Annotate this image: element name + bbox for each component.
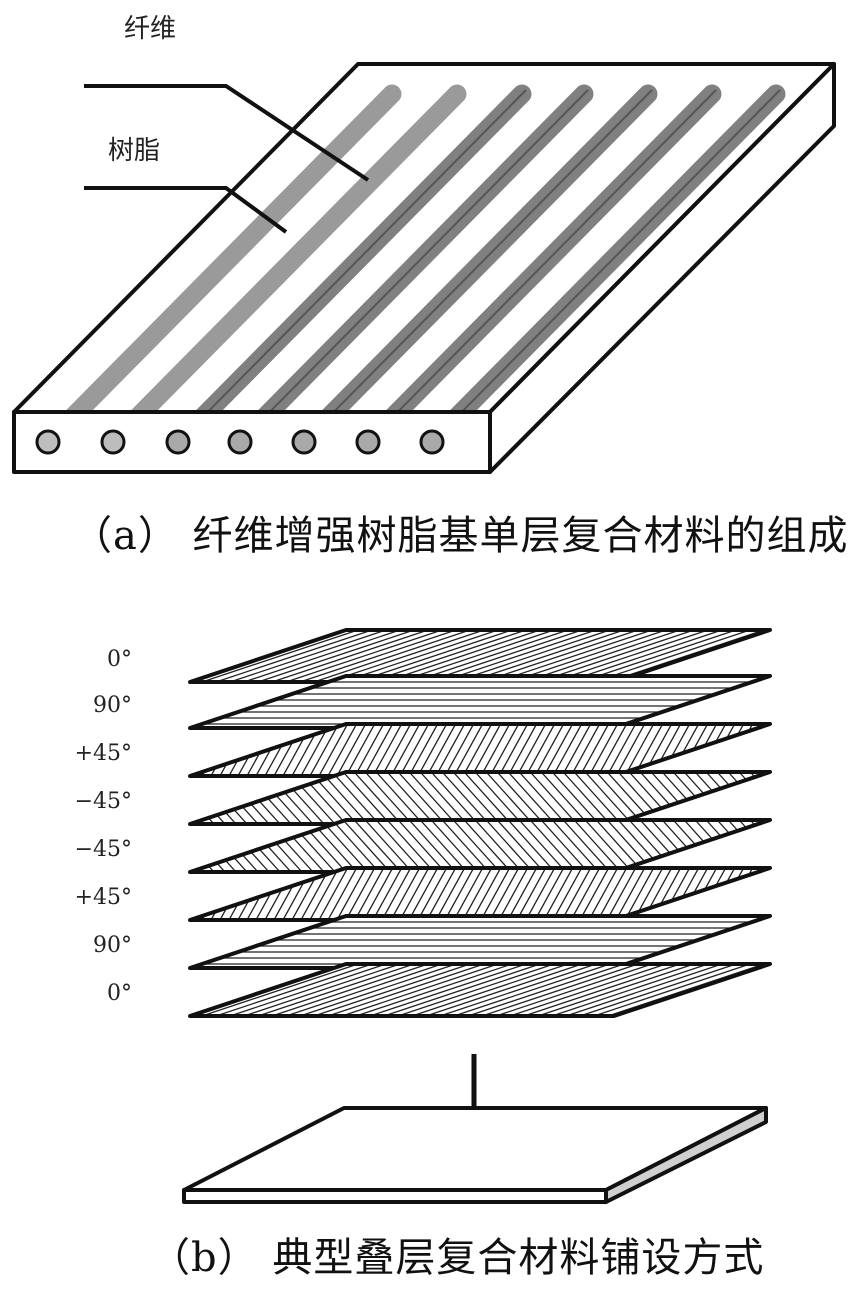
lamina-block: [12, 62, 836, 474]
ply-label: +45°: [74, 741, 132, 766]
fiber-rod-edge: [243, 89, 589, 412]
ply-outline: [188, 962, 772, 1018]
fiber-end: [35, 429, 61, 455]
ply-label: 90°: [93, 933, 132, 958]
ply: [188, 770, 772, 826]
laminate-plate: [182, 1106, 768, 1204]
ply: [188, 914, 772, 970]
fiber-end: [227, 429, 253, 455]
caption-a: （a） 纤维增强树脂基单层复合材料的组成: [72, 513, 849, 559]
ply-label: −45°: [74, 837, 132, 862]
fiber-end: [355, 429, 381, 455]
fiber-leader-line: [84, 84, 370, 182]
ply-fill: [190, 868, 770, 920]
ply-fill: [190, 676, 770, 728]
laminate-side-face: [604, 1106, 768, 1204]
ply-label: +45°: [74, 885, 132, 910]
fiber-label: 纤维: [124, 14, 177, 44]
resin-leader-line: [84, 186, 288, 234]
ply-label: 0°: [107, 981, 132, 1006]
fiber-rod-edge: [181, 89, 527, 412]
ply-label: 0°: [107, 647, 132, 672]
fiber-ends: [35, 429, 445, 455]
fiber-rod: [38, 84, 402, 412]
ply-label: 90°: [93, 693, 132, 718]
fiber-rod-edge: [371, 89, 717, 412]
laminate-top-face: [182, 1106, 768, 1192]
fiber-end: [291, 429, 317, 455]
fiber-rod: [103, 84, 467, 412]
ply: [188, 722, 772, 778]
fiber-rod-edge: [307, 89, 653, 412]
fiber-end: [419, 429, 445, 455]
resin-label: 树脂: [108, 136, 161, 166]
caption-b: （b） 典型叠层复合材料铺设方式: [150, 1235, 765, 1281]
ply-fill: [190, 820, 770, 872]
laminate-front-face: [182, 1188, 608, 1204]
ply-fill: [190, 724, 770, 776]
ply-label: −45°: [74, 789, 132, 814]
ply-fill: [190, 772, 770, 824]
fiber-end: [165, 429, 191, 455]
ply-fill: [190, 916, 770, 968]
fiber-rod-edge: [435, 89, 781, 412]
lamina-side-face: [488, 62, 836, 474]
fiber-rods: [38, 84, 786, 412]
ply-stack: [188, 628, 772, 1018]
fiber-end: [100, 429, 126, 455]
